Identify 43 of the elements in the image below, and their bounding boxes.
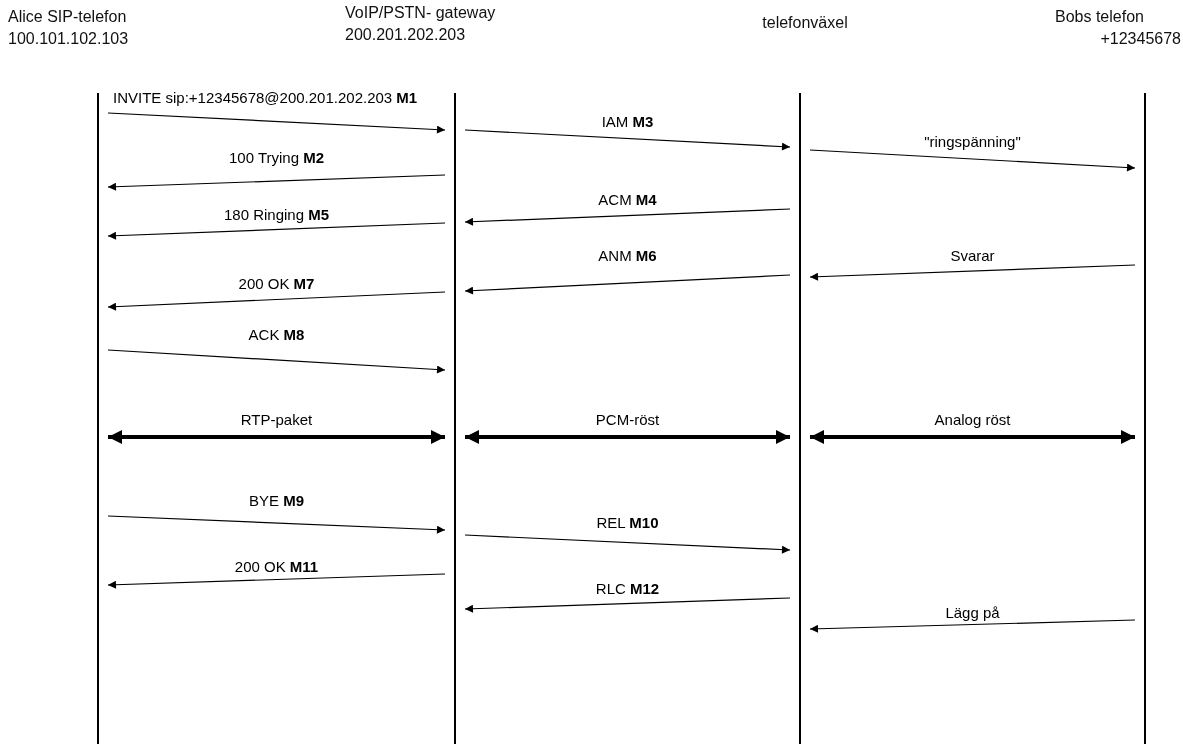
edge-label: RLC M12 — [595, 580, 660, 598]
arrow — [107, 291, 446, 311]
arrow — [107, 349, 446, 374]
edge-label: ACM M4 — [598, 191, 657, 209]
edge-label: Svarar — [950, 247, 995, 265]
edge-label: Analog röst — [934, 411, 1011, 429]
edge-label: ACK M8 — [248, 326, 305, 344]
edge-label: 100 Trying M2 — [228, 149, 325, 167]
edge-label: "ringspänning" — [924, 133, 1021, 151]
edge-label: 180 Ringing M5 — [223, 206, 330, 224]
edge-label: BYE M9 — [249, 492, 304, 510]
edge-label: Lägg på — [945, 604, 1000, 622]
double-arrow — [810, 430, 1135, 444]
arrow — [464, 208, 791, 226]
arrow — [107, 222, 446, 240]
participant-name: Bobs telefon — [1055, 7, 1145, 27]
participant-address: +12345678 — [1099, 29, 1181, 49]
arrow — [809, 264, 1136, 281]
arrow — [464, 129, 791, 151]
arrow — [107, 573, 446, 589]
participant-name: VoIP/PSTN- gateway — [345, 3, 497, 23]
arrow — [809, 149, 1136, 172]
edge-label: ANM M6 — [598, 247, 657, 265]
edge-label: PCM-röst — [595, 411, 660, 429]
arrow — [107, 515, 446, 534]
edge-label: IAM M3 — [601, 113, 654, 131]
arrow — [464, 534, 791, 554]
arrow — [107, 174, 446, 191]
participant-name: Alice SIP-telefon — [8, 7, 128, 27]
participant-address: 100.101.102.103 — [8, 29, 130, 49]
arrow — [464, 597, 791, 613]
edge-label: INVITE sip:+12345678@200.201.202.203 M1 — [113, 89, 418, 107]
participant-name: telefonväxel — [761, 13, 849, 33]
arrow — [107, 112, 446, 134]
edge-label: REL M10 — [596, 514, 659, 532]
participant-address: 200.201.202.203 — [345, 25, 467, 45]
edge-label: 200 OK M11 — [234, 558, 319, 576]
arrow — [464, 274, 791, 295]
arrow — [809, 619, 1136, 633]
double-arrow — [108, 430, 445, 444]
double-arrow — [465, 430, 790, 444]
edge-label: 200 OK M7 — [238, 275, 315, 293]
edge-label: RTP-paket — [240, 411, 313, 429]
